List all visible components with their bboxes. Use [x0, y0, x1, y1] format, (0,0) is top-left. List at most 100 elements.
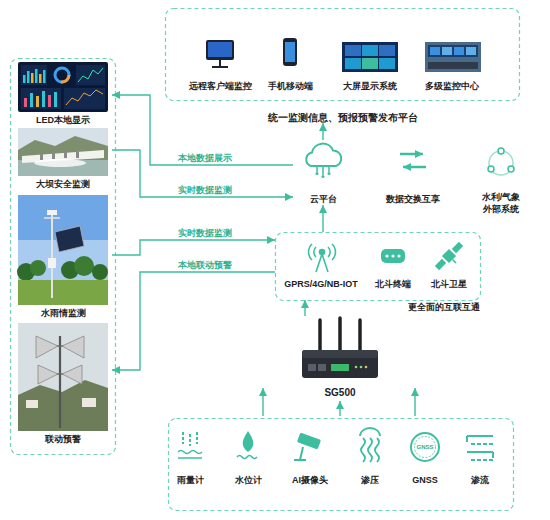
video-wall-photo — [362, 45, 378, 56]
external-system-icon — [498, 148, 504, 154]
led-screen-photo — [27, 71, 30, 83]
rain-gauge-icon — [178, 457, 202, 459]
uplink-arrow — [262, 388, 263, 416]
dam-photo — [18, 136, 108, 176]
cloud-icon — [306, 144, 341, 166]
dashed-frame — [169, 419, 514, 511]
alarm-horn-photo — [38, 365, 58, 384]
dashed-frame — [11, 9, 520, 511]
alarm-horn-photo — [26, 400, 38, 408]
router-device — [360, 366, 363, 369]
connector-arrow — [112, 150, 293, 197]
antenna-icon — [332, 244, 335, 260]
node-label: GPRS/4G/NB-IOT — [284, 279, 358, 290]
video-wall-photo — [342, 42, 398, 72]
photo-panel: 水雨情监测 — [14, 193, 112, 319]
cloud-node: 云平台 — [293, 140, 353, 205]
cloud-icon — [306, 144, 341, 178]
control-center-photo — [430, 47, 440, 55]
rain-station-photo — [48, 258, 56, 268]
control-center-photo — [466, 47, 476, 55]
external-system-icon — [508, 166, 514, 172]
dam-photo — [40, 154, 43, 160]
cloud-icon — [317, 166, 329, 175]
alarm-horn-photo — [62, 365, 82, 384]
satellite-icon — [433, 240, 468, 275]
connector-arrow — [112, 95, 293, 165]
node-label: LED本地显示 — [36, 115, 90, 126]
led-screen-photo — [64, 88, 105, 109]
alarm-horn-photo — [36, 336, 58, 358]
connector-arrow — [112, 272, 275, 370]
seepage-flow-icon — [467, 452, 493, 458]
photo-panel: LED本地显示 — [14, 60, 112, 126]
sensor-node: GNSS — [398, 428, 452, 486]
seepage-pressure-icon — [361, 438, 365, 462]
control-center-photo — [442, 47, 452, 55]
desktop-monitor-icon — [212, 66, 228, 68]
rain-gauge-icon — [178, 432, 202, 458]
node-label: 多级监控中心 — [425, 81, 479, 92]
satellite-icon — [452, 242, 463, 253]
uplink-arrow — [263, 388, 415, 416]
rain-gauge-icon — [178, 451, 202, 454]
node-label: 云平台 — [310, 194, 337, 205]
gnss-icon — [411, 433, 439, 461]
node-label: 大坝安全监测 — [36, 179, 90, 190]
node-label: 水利/气象 外部系统 — [477, 191, 525, 215]
led-screen-photo — [39, 74, 42, 83]
led-screen-photo — [36, 96, 39, 107]
router-device — [358, 320, 362, 352]
uplink-arrow — [414, 388, 415, 416]
node-label: 大屏显示系统 — [343, 81, 397, 92]
led-screen-photo — [76, 65, 105, 85]
led-screen-photo — [31, 73, 34, 83]
video-wall-photo — [345, 45, 361, 56]
dashed-frame — [11, 59, 116, 455]
photo-panel: 大坝安全监测 — [14, 126, 112, 190]
camera-icon — [294, 447, 306, 460]
router-device — [355, 366, 358, 369]
rain-station-photo — [44, 217, 60, 219]
rain-station-photo — [18, 195, 108, 305]
antenna-icon — [320, 250, 325, 255]
rain-gauge-icon — [183, 432, 197, 446]
led-screen-photo — [66, 90, 103, 105]
rain-station-photo — [55, 226, 84, 252]
video-wall-photo — [345, 58, 361, 69]
router-device — [318, 364, 326, 371]
dam-photo — [76, 152, 79, 158]
dam-photo — [52, 153, 55, 159]
rain-station-photo — [51, 212, 53, 298]
exchange-icon — [400, 154, 426, 167]
client-terminal: 远程客户端监控 — [185, 34, 255, 92]
seepage-pressure-icon — [375, 438, 379, 462]
link-channel: 北斗卫星 — [422, 238, 476, 290]
node-label: 雨量计 — [177, 475, 204, 486]
alarm-horn-photo — [18, 323, 108, 431]
dam-photo — [34, 159, 86, 167]
node-label: 北斗卫星 — [431, 279, 467, 290]
rain-station-photo — [47, 210, 57, 215]
seepage-flow-icon — [467, 436, 493, 442]
control-center-photo — [425, 42, 481, 72]
node-label: 北斗终端 — [375, 279, 411, 290]
router-device — [308, 364, 316, 371]
led-screen-photo — [18, 62, 108, 112]
led-screen-photo — [35, 69, 38, 83]
cloud-icon — [316, 172, 319, 175]
control-center-photo — [425, 42, 481, 72]
network-box: 更全面的互联互通GPRS/4G/NB-IOT北斗终端北斗卫星 — [275, 232, 480, 300]
edge-label: 本地联动预警 — [178, 259, 232, 272]
dashed-frame — [166, 9, 520, 101]
router-device — [302, 318, 378, 378]
control-center-photo — [428, 62, 478, 69]
node-label: GNSS — [412, 475, 438, 486]
cloud-icon — [328, 172, 331, 175]
rain-station-photo — [17, 195, 108, 305]
rain-station-photo — [92, 264, 108, 280]
client-terminal: 大屏显示系统 — [333, 34, 407, 92]
mobile-phone-icon — [283, 38, 297, 66]
led-screen-photo — [30, 93, 33, 107]
platform-box: 统一监测信息、预报预警发布平台远程客户端监控手机移动端大屏显示系统多级监控中心 — [165, 8, 520, 123]
